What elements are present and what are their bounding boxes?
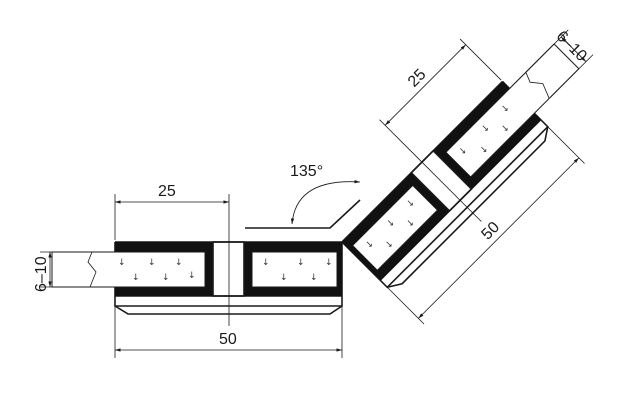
svg-text:↓: ↓ <box>148 258 156 268</box>
angled-depth-label: 25 <box>405 66 430 91</box>
svg-text:↓: ↓ <box>132 273 140 283</box>
svg-text:↓: ↓ <box>118 258 126 268</box>
horizontal-dim-25: 25 <box>114 183 230 240</box>
svg-text:↓: ↓ <box>188 271 196 281</box>
horizontal-glass-label: 6–10 <box>33 256 50 292</box>
angled-upper-glass <box>445 43 580 178</box>
svg-text:↓: ↓ <box>280 273 288 283</box>
svg-text:↓: ↓ <box>310 273 318 283</box>
left-glass-panel <box>51 251 206 288</box>
horizontal-depth-label: 25 <box>158 183 176 200</box>
angled-glass-break-line <box>525 72 550 99</box>
clamp-joint <box>245 199 361 229</box>
horizontal-length-label: 50 <box>219 331 237 348</box>
horizontal-dim-50: 50 <box>114 306 343 358</box>
svg-text:↓: ↓ <box>175 258 183 268</box>
left-glass-break-line <box>87 251 97 288</box>
horizontal-cover-plate <box>114 305 343 315</box>
left-gasket <box>115 242 213 296</box>
right-glass-panel <box>251 251 338 288</box>
angled-depth-dim-line <box>384 44 467 126</box>
horizontal-clamp: ↓ ↓ ↓ ↓ ↓ ↓ ↓ ↓ ↓ ↓ ↓ <box>51 222 343 326</box>
center-divider <box>212 241 245 297</box>
svg-text:↓: ↓ <box>325 258 333 268</box>
horizontal-dim-glass: 6–10 <box>33 251 90 292</box>
left-glass-marks: ↓ ↓ ↓ ↓ ↓ ↓ <box>118 258 196 283</box>
right-glass-marks: ↓ ↓ ↓ ↓ ↓ <box>262 258 333 283</box>
angled-length-dim-line <box>418 157 580 319</box>
angle-label: 135° <box>290 163 323 180</box>
svg-text:↓: ↓ <box>162 273 170 283</box>
angled-length-label: 50 <box>478 219 503 244</box>
svg-text:↓: ↓ <box>297 258 305 268</box>
right-gasket <box>244 242 342 296</box>
angle-dim-135: 135° <box>290 163 361 225</box>
svg-text:↓: ↓ <box>262 258 270 268</box>
angled-clamp: ↓↓ ↓↓ ↓ ↓↓ ↓↓ ↓ 25 50 6–10 <box>341 28 594 325</box>
